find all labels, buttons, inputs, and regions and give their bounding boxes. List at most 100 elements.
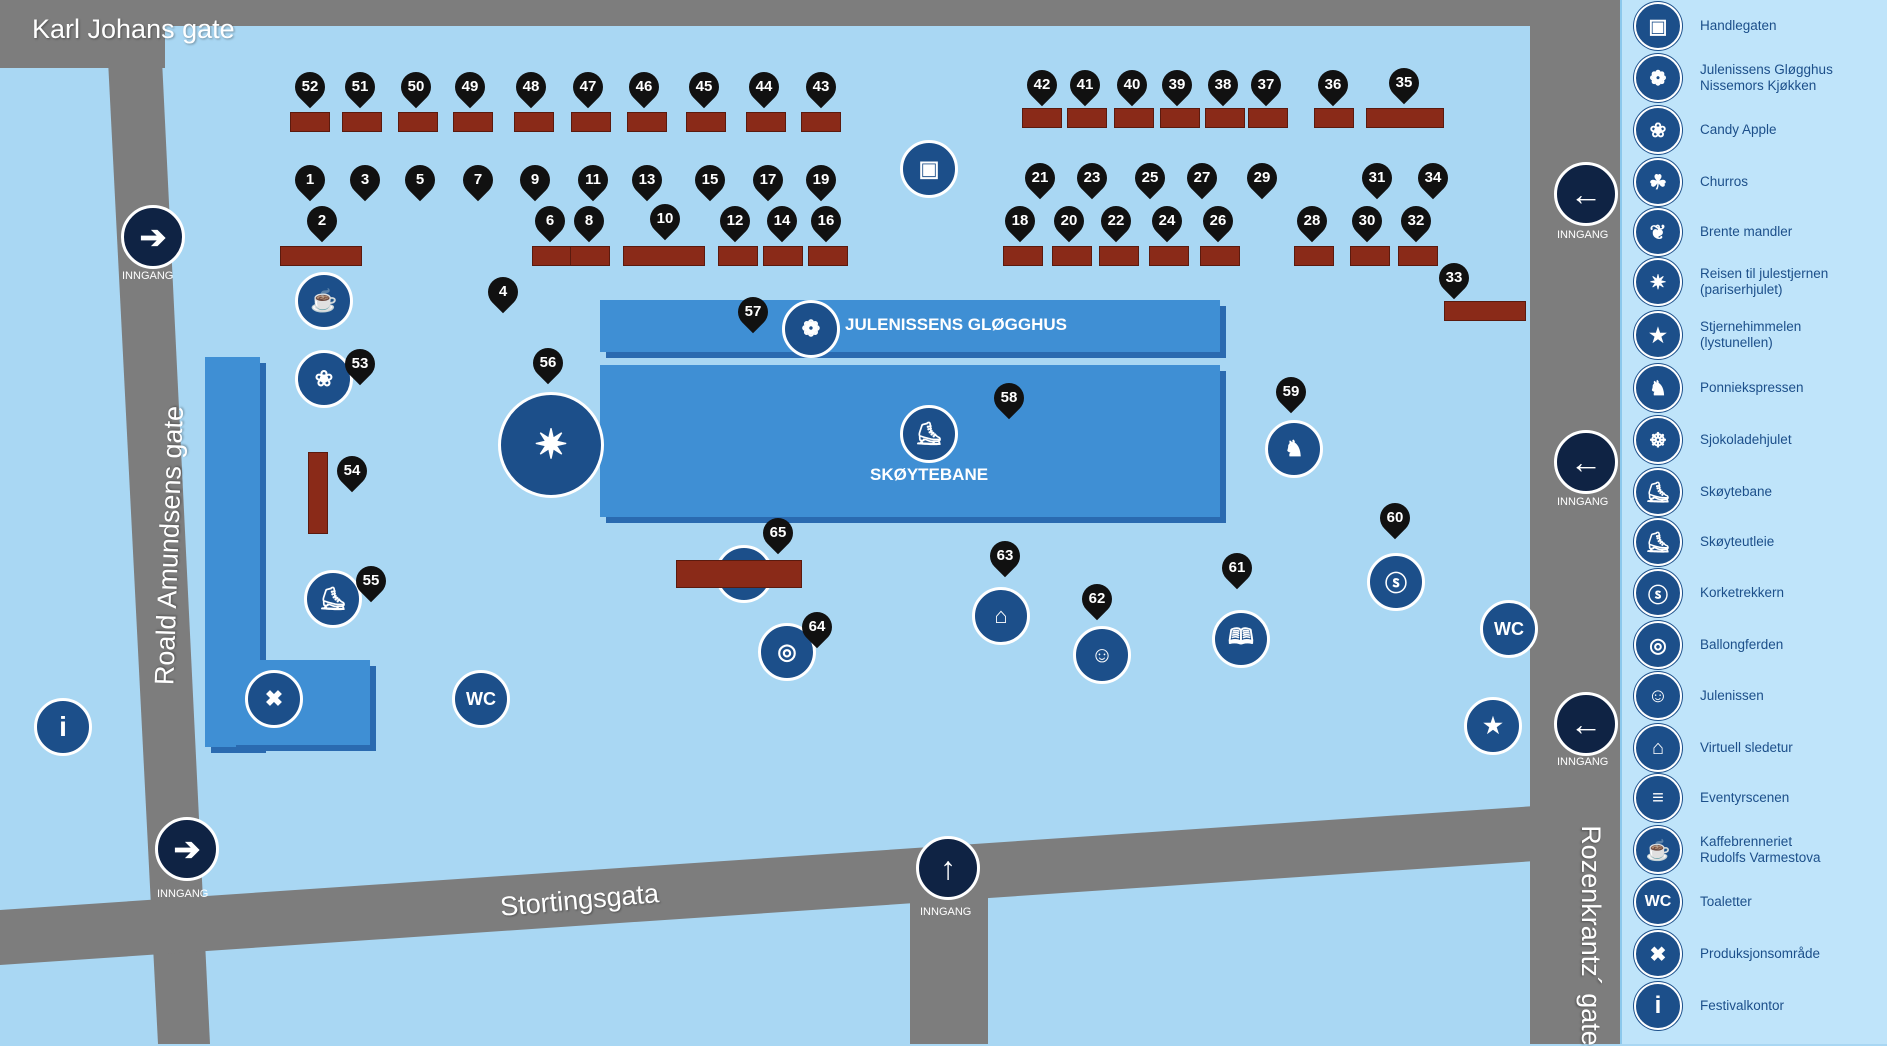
- booth[interactable]: [1398, 246, 1438, 266]
- map-pin-5[interactable]: 5: [398, 158, 442, 202]
- map-pin-50[interactable]: 50: [394, 65, 438, 109]
- map-pin-32[interactable]: 32: [1394, 199, 1438, 243]
- map-pin-40[interactable]: 40: [1110, 63, 1154, 107]
- map-pin-48[interactable]: 48: [509, 65, 553, 109]
- booth[interactable]: [1366, 108, 1444, 128]
- map-pin-42[interactable]: 42: [1020, 63, 1064, 107]
- booth[interactable]: [1200, 246, 1240, 266]
- booth[interactable]: [1022, 108, 1062, 128]
- map-pin-61[interactable]: 61: [1215, 546, 1259, 590]
- map-pin-52[interactable]: 52: [288, 65, 332, 109]
- map-pin-31[interactable]: 31: [1355, 156, 1399, 200]
- legend-item[interactable]: ✷Reisen til julestjernen (pariserhjulet): [1634, 258, 1884, 306]
- map-pin-20[interactable]: 20: [1047, 199, 1091, 243]
- legend-item[interactable]: ★Stjernehimmelen (lystunellen): [1634, 311, 1884, 359]
- map-pin-22[interactable]: 22: [1094, 199, 1138, 243]
- map-pin-16[interactable]: 16: [804, 199, 848, 243]
- map-pin-65[interactable]: 65: [756, 511, 800, 555]
- booth[interactable]: [1444, 301, 1526, 321]
- santa-icon[interactable]: ☺: [1073, 626, 1131, 684]
- skaters-icon[interactable]: ⛸: [900, 405, 958, 463]
- map-pin-8[interactable]: 8: [567, 199, 611, 243]
- info-icon[interactable]: i: [34, 698, 92, 756]
- map-pin-23[interactable]: 23: [1070, 156, 1114, 200]
- cutlery-drink-icon[interactable]: ❁: [782, 300, 840, 358]
- sleigh-icon[interactable]: ⌂: [972, 587, 1030, 645]
- legend-item[interactable]: ☘Churros: [1634, 158, 1884, 206]
- legend-item[interactable]: ☕Kaffebrenneriet Rudolfs Varmestova: [1634, 826, 1884, 874]
- booth[interactable]: [342, 112, 382, 132]
- map-pin-39[interactable]: 39: [1155, 63, 1199, 107]
- booth[interactable]: [623, 246, 705, 266]
- entrance-west-bottom[interactable]: ➔: [155, 817, 219, 881]
- booth[interactable]: [571, 112, 611, 132]
- map-pin-56[interactable]: 56: [526, 341, 570, 385]
- map-pin-54[interactable]: 54: [330, 449, 374, 493]
- map-pin-60[interactable]: 60: [1373, 496, 1417, 540]
- entrance-east-3[interactable]: ←: [1554, 692, 1618, 756]
- booth[interactable]: [676, 560, 802, 588]
- wc-icon[interactable]: WC: [452, 670, 510, 728]
- booth[interactable]: [514, 112, 554, 132]
- booth[interactable]: [686, 112, 726, 132]
- booth[interactable]: [398, 112, 438, 132]
- booth[interactable]: [801, 112, 841, 132]
- booth[interactable]: [1160, 108, 1200, 128]
- map-pin-28[interactable]: 28: [1290, 199, 1334, 243]
- booth[interactable]: [570, 246, 610, 266]
- corkscrew-icon[interactable]: ⓢ: [1367, 553, 1425, 611]
- map-pin-3[interactable]: 3: [343, 158, 387, 202]
- booth[interactable]: [627, 112, 667, 132]
- map-pin-62[interactable]: 62: [1075, 577, 1119, 621]
- booth[interactable]: [280, 246, 362, 266]
- map-pin-17[interactable]: 17: [746, 158, 790, 202]
- map-pin-44[interactable]: 44: [742, 65, 786, 109]
- map-pin-24[interactable]: 24: [1145, 199, 1189, 243]
- coffee-cup-icon[interactable]: ☕: [295, 272, 353, 330]
- entrance-east-1[interactable]: ←: [1554, 162, 1618, 226]
- map-pin-10[interactable]: 10: [643, 197, 687, 241]
- map-pin-58[interactable]: 58: [987, 376, 1031, 420]
- legend-item[interactable]: ❁Julenissens Gløgghus Nissemors Kjøkken: [1634, 54, 1884, 102]
- map-pin-1[interactable]: 1: [288, 158, 332, 202]
- booth[interactable]: [1294, 246, 1334, 266]
- map-pin-25[interactable]: 25: [1128, 156, 1172, 200]
- booth[interactable]: [1314, 108, 1354, 128]
- legend-item[interactable]: ☸Sjokoladehjulet: [1634, 416, 1884, 464]
- map-pin-49[interactable]: 49: [448, 65, 492, 109]
- skate-icon[interactable]: ⛸: [304, 570, 362, 628]
- pony-icon[interactable]: ♞: [1265, 420, 1323, 478]
- booth[interactable]: [746, 112, 786, 132]
- booth[interactable]: [1099, 246, 1139, 266]
- entrance-west-top[interactable]: ➔: [121, 205, 185, 269]
- map-pin-9[interactable]: 9: [513, 158, 557, 202]
- booth[interactable]: [1205, 108, 1245, 128]
- legend-item[interactable]: ⌂Virtuell sledetur: [1634, 724, 1884, 772]
- legend-item[interactable]: ❦Brente mandler: [1634, 208, 1884, 256]
- map-pin-45[interactable]: 45: [682, 65, 726, 109]
- entrance-south[interactable]: ↑: [916, 836, 980, 900]
- entrance-east-2[interactable]: ←: [1554, 430, 1618, 494]
- booth[interactable]: [718, 246, 758, 266]
- map-pin-27[interactable]: 27: [1180, 156, 1224, 200]
- legend-item[interactable]: ♞Ponniekspressen: [1634, 364, 1884, 412]
- legend-item[interactable]: ❀Candy Apple: [1634, 106, 1884, 154]
- star-icon[interactable]: ★: [1464, 697, 1522, 755]
- booth[interactable]: [1067, 108, 1107, 128]
- legend-item[interactable]: ⛸Skøytebane: [1634, 468, 1884, 516]
- map-pin-35[interactable]: 35: [1382, 61, 1426, 105]
- booth[interactable]: [453, 112, 493, 132]
- map-pin-59[interactable]: 59: [1269, 370, 1313, 414]
- map-pin-53[interactable]: 53: [338, 342, 382, 386]
- booth[interactable]: [1052, 246, 1092, 266]
- map-pin-41[interactable]: 41: [1063, 63, 1107, 107]
- booth[interactable]: [1350, 246, 1390, 266]
- balloon-icon[interactable]: ◎: [758, 623, 816, 681]
- map-pin-2[interactable]: 2: [300, 199, 344, 243]
- map-pin-14[interactable]: 14: [760, 199, 804, 243]
- wc-icon[interactable]: WC: [1480, 600, 1538, 658]
- map-pin-37[interactable]: 37: [1244, 63, 1288, 107]
- booth[interactable]: [1149, 246, 1189, 266]
